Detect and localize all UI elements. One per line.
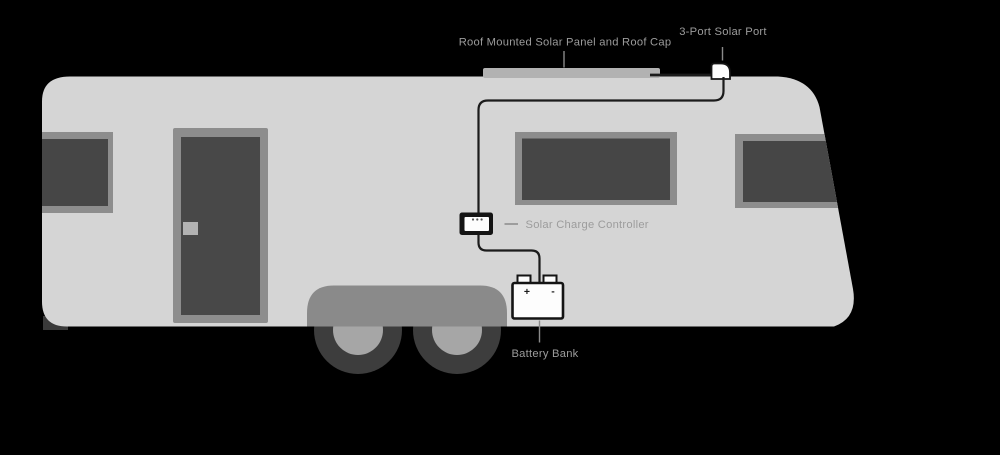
wheel-fender <box>307 285 507 327</box>
charge-controller-label: Solar Charge Controller <box>526 219 649 231</box>
roof-panel-label: Roof Mounted Solar Panel and Roof Cap <box>459 37 672 49</box>
entry-door <box>173 128 268 323</box>
battery-plus-symbol: + <box>524 286 530 298</box>
battery-icon: + - <box>511 274 565 320</box>
solar-port-icon <box>710 62 731 80</box>
controller-indicator-dots <box>471 218 483 221</box>
solar-port-label: 3-Port Solar Port <box>679 26 767 38</box>
charge-controller-screen <box>464 217 489 231</box>
middle-window-glass <box>522 138 670 200</box>
battery-bank-label: Battery Bank <box>511 348 578 360</box>
battery-minus-symbol: - <box>551 286 555 298</box>
charge-controller-icon <box>459 212 493 235</box>
battery-case <box>511 281 565 320</box>
door-handle-icon <box>183 222 198 235</box>
left-window-glass <box>42 139 108 206</box>
windows <box>42 132 847 213</box>
wire-port-to-controller <box>477 77 725 213</box>
solar-panel-icon <box>483 68 660 78</box>
wire-controller-to-battery <box>477 234 541 284</box>
